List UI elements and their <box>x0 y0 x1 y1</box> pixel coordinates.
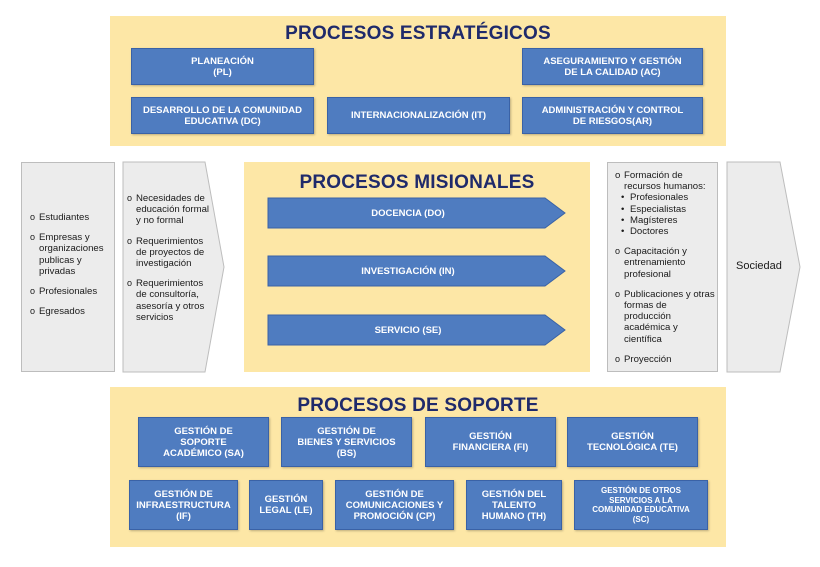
arrow-label-investigacion[interactable]: INVESTIGACIÓN (IN) <box>361 265 455 277</box>
sub-list-item: •Doctores <box>621 226 669 238</box>
sociedad-chevron-shape <box>726 161 801 373</box>
missional-title: PROCESOS MISIONALES <box>299 172 535 193</box>
support-box-th[interactable]: GESTIÓN DEL TALENTO HUMANO (TH) <box>466 480 562 530</box>
strategic-box-ar[interactable]: ADMINISTRACIÓN Y CONTROL DE RIESGOS(AR) <box>522 97 703 134</box>
strategic-box-it[interactable]: INTERNACIONALIZACIÓN (IT) <box>327 97 510 134</box>
support-box-fi[interactable]: GESTIÓN FINANCIERA (FI) <box>425 417 556 467</box>
arrow-servicio <box>267 314 566 346</box>
strategic-box-pl[interactable]: PLANEACIÓN (PL) <box>131 48 314 85</box>
arrow-label-docencia[interactable]: DOCENCIA (DO) <box>371 207 445 219</box>
strategic-box-dc[interactable]: DESARROLLO DE LA COMUNIDAD EDUCATIVA (DC… <box>131 97 314 134</box>
support-box-sc[interactable]: GESTIÓN DE OTROS SERVICIOS A LA COMUNIDA… <box>574 480 708 530</box>
sub-list-item: •Magísteres <box>621 214 678 226</box>
support-title: PROCESOS DE SOPORTE <box>297 395 539 416</box>
arrow-label-servicio[interactable]: SERVICIO (SE) <box>374 324 442 336</box>
sub-list-item: •Especialistas <box>621 203 686 215</box>
support-box-sa[interactable]: GESTIÓN DE SOPORTE ACADÉMICO (SA) <box>138 417 269 467</box>
support-box-cp[interactable]: GESTIÓN DE COMUNICACIONES Y PROMOCIÓN (C… <box>335 480 454 530</box>
arrow-investigacion <box>267 255 566 287</box>
sub-list-item: •Profesionales <box>621 192 689 204</box>
inputs-chevron-shape <box>122 161 225 373</box>
strategic-title: PROCESOS ESTRATÉGICOS <box>285 23 551 44</box>
support-box-te[interactable]: GESTIÓN TECNOLÓGICA (TE) <box>567 417 698 467</box>
sociedad-label: Sociedad <box>736 260 782 272</box>
outputs-box <box>607 162 718 372</box>
arrow-docencia <box>267 197 566 229</box>
support-box-if[interactable]: GESTIÓN DE INFRAESTRUCTURA (IF) <box>129 480 238 530</box>
stakeholders-box <box>21 162 115 372</box>
strategic-box-ac[interactable]: ASEGURAMIENTO Y GESTIÓN DE LA CALIDAD (A… <box>522 48 703 85</box>
support-box-le[interactable]: GESTIÓN LEGAL (LE) <box>249 480 323 530</box>
support-box-bs[interactable]: GESTIÓN DE BIENES Y SERVICIOS (BS) <box>281 417 412 467</box>
